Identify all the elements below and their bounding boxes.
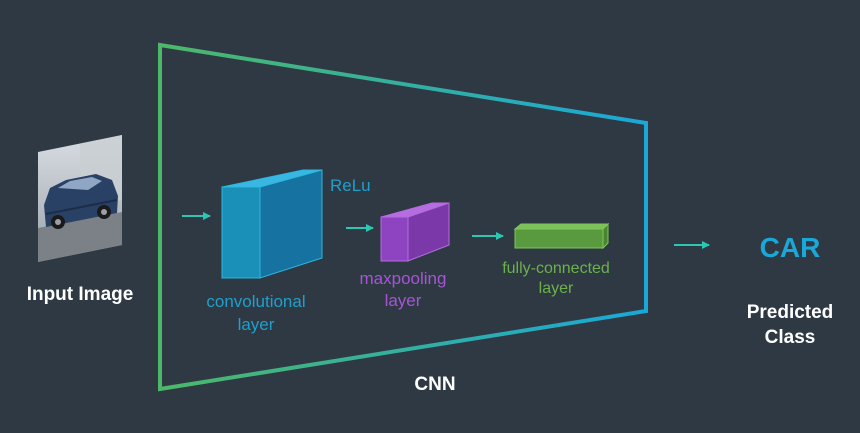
predicted-class-label: Predicted Class: [730, 300, 850, 350]
predicted-result: CAR: [759, 232, 821, 263]
relu-label: ReLu: [330, 176, 371, 195]
fc-label-line1: fully-connected: [502, 260, 610, 277]
cnn-frame: [158, 42, 648, 392]
predicted-label-line2: Class: [764, 327, 816, 348]
conv-label-line2: layer: [237, 315, 275, 334]
maxpool-label-line1: maxpooling: [359, 269, 447, 288]
input-image-label: Input Image: [26, 284, 134, 305]
fc-layer-block: [513, 222, 610, 250]
cnn-label: CNN: [414, 374, 456, 395]
fc-layer-label: fully-connected layer: [480, 259, 632, 299]
maxpool-label-line2: layer: [384, 291, 422, 310]
conv-layer-label: convolutional layer: [186, 290, 326, 336]
conv-label-line1: convolutional: [206, 292, 306, 311]
predicted-label-line1: Predicted: [746, 302, 834, 323]
input-car-image: [38, 135, 122, 262]
maxpool-layer-label: maxpooling layer: [338, 268, 468, 312]
fc-label-line2: layer: [538, 280, 574, 297]
maxpool-layer-block: [380, 202, 450, 262]
conv-layer-block: [221, 169, 323, 279]
